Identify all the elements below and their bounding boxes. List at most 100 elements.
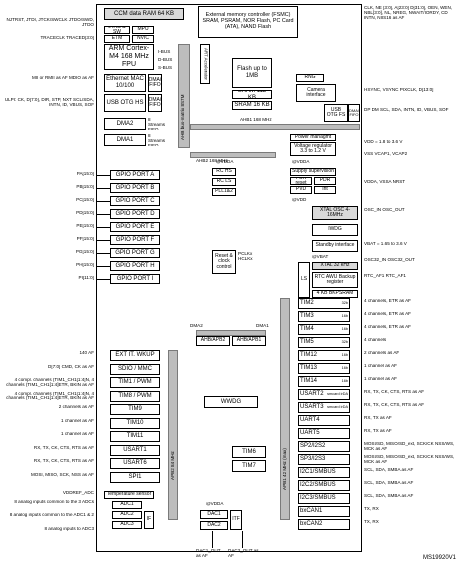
gpio-pins-label: PH[15:0] — [76, 263, 94, 267]
apb2-peripheral-block: TIM8 / PWM — [110, 390, 160, 402]
osc32-pins-label: OSC32_IN OSC32_OUT — [364, 258, 415, 262]
gpio-connector-line — [96, 279, 110, 280]
jtag-block: JTAG & SW — [104, 26, 130, 34]
gpio-port-block: GPIO PORT E — [110, 222, 160, 232]
adc3-inputs-label: 8 analog inputs common to the 3 ADCs — [14, 500, 94, 504]
apb1-peripheral-name: SP3/I2S3 — [300, 456, 326, 463]
apb1-peripheral-name: bxCAN1 — [300, 508, 323, 515]
osc-pins-label: OSC_IN OSC_OUT — [364, 208, 405, 212]
dac-itf-block: ITF — [230, 510, 242, 530]
gpio-connector-line — [96, 214, 110, 215]
adc12-inputs-label: 8 analog inputs common to the ADC1 & 2 — [9, 513, 94, 517]
apb1-pins-label: 4 channels, ETR as AF — [364, 325, 411, 329]
dma2-block: DMA2 — [104, 118, 146, 130]
gpio-pins-label: PI[11:0] — [78, 276, 95, 280]
apb1-pins-label: 4 channels — [364, 338, 387, 342]
apb2-peripheral-block: USART6 — [110, 458, 160, 469]
etm-block: ETM — [104, 35, 130, 43]
vdda-vssa-label: VDDA, VSSA NRST — [364, 180, 406, 184]
gpio-connector-line — [96, 227, 110, 228]
cpu-block: ARM Cortex-M4 168 MHz FPU — [104, 44, 154, 70]
apb2-pins-label: 2 channels as AF — [58, 405, 94, 409]
pvd-block: PVD — [290, 186, 312, 194]
apb1-pins-label: TX, RX — [364, 507, 379, 511]
xtal32-block: XTAL 32 kHz — [312, 262, 358, 270]
dac2-block: DAC2 — [200, 521, 228, 530]
rc-hs-block: RC HS — [212, 168, 236, 176]
apb2-pins-label: 1 channel as AF — [61, 418, 94, 423]
apb1-peripheral-name: UART4 — [300, 417, 320, 424]
sbus-label: S-BUS — [158, 66, 173, 70]
usb-fs-fifo-block: DMA/ FIFO — [348, 104, 360, 122]
flash-block: Flash up to 1MB — [232, 58, 272, 88]
rc-ls-block: RC LS — [212, 178, 236, 186]
ulpi-pins-label: ULPI: CK, D[7:0], DIR, STP, NXT SCL/SDA,… — [4, 98, 94, 107]
apb1-peripheral-bits: 16b — [341, 353, 348, 358]
mpu-block: MPU — [132, 26, 154, 34]
apb1-peripheral-bits: smcard irDA — [327, 405, 348, 410]
jtag-pins-label: NJTRST, JTDI, JTCK/SWCLK JTDO/SWD, JTDO — [6, 18, 94, 27]
ethernet-block: Ethernet MAC 10/100 — [104, 74, 146, 92]
ahb2-label: AHB2 168 MHz — [196, 159, 228, 163]
gpio-port-block: GPIO PORT A — [110, 170, 160, 180]
apb1-peripheral-bits: 32b — [341, 301, 348, 306]
ahb-bus-matrix — [178, 44, 190, 148]
apb1-peripheral-name: TIM5 — [300, 339, 314, 346]
apb1-pins-label: RX, TX as AF — [364, 416, 392, 420]
mii-pins-label: MII or RMII as AF MDIO as AF — [31, 76, 94, 80]
trace-pins-label: TRACECLK TRACED[3:0] — [40, 36, 94, 40]
gpio-port-block: GPIO PORT D — [110, 209, 160, 219]
apb1-peripheral-block: SP2/I2S2 — [298, 441, 350, 452]
apb2-peripheral-block: TIM10 — [110, 417, 160, 429]
gpio-pins-label: PG[15:0] — [75, 250, 94, 254]
gpio-pins-label: PF[15:0] — [76, 237, 94, 241]
apb1-pins-label: 1 channel as AF — [364, 377, 397, 381]
gpio-pins-label: PB[15:0] — [76, 185, 94, 189]
sram16-block: SRAM 16 KB — [232, 101, 272, 110]
adc3-only-label: 8 analog inputs to ADC3 — [44, 527, 94, 531]
vss-label: VSS VCAP1, VCAP2 — [364, 152, 408, 156]
rng-block: RNG — [296, 74, 324, 82]
apb1-pins-label: RX, TX, CK, CTS, RTS as AF — [364, 390, 425, 394]
usb-fs-block: USB OTG FS — [324, 104, 348, 122]
apb1-pins-label: SCL, SDA, SMBA as AF — [364, 494, 414, 498]
apb1-peripheral-block: bxCAN1 — [298, 506, 350, 517]
gpio-port-block: GPIO PORT I — [110, 274, 160, 284]
apb1-pins-label: TX, RX — [364, 520, 379, 524]
apb1-pins-label: 4 channels, ETR as AF — [364, 299, 411, 303]
apb2-pins-label: 1 channel as AF — [61, 432, 94, 436]
dac2-out-label: DAC2_OUT as AF — [228, 549, 259, 558]
apb1-pins-label: 2 channels as AF — [364, 351, 400, 355]
apb2-pins-label: 140 AF — [79, 351, 94, 355]
figure-code: MS19920V1 — [422, 555, 456, 561]
vbat-label: VBAT = 1.65 to 3.6 V — [364, 242, 407, 246]
nvic-block: NVIC — [132, 35, 154, 43]
apb1-peripheral-name: USART2 — [300, 391, 324, 398]
apb2-peripheral-block: SPI1 — [110, 471, 160, 483]
tim7-block: TIM7 — [232, 460, 266, 472]
supply-supervision-block: Supply supervision — [290, 168, 336, 176]
gpio-connector-line — [96, 253, 110, 254]
apb1-peripheral-name: TIM3 — [300, 313, 314, 320]
adc-if-block: IF — [144, 511, 154, 529]
vbat-tag-label: @VBAT — [312, 255, 329, 259]
rtc-block: RTC AWU Backup register — [312, 272, 358, 288]
gpio-connector-line — [96, 240, 110, 241]
apb1-peripheral-bits: 16b — [341, 379, 348, 384]
ahb1-label: AHB1 168 MHz — [240, 118, 272, 122]
apb1-peripheral-bits: 32b — [341, 340, 348, 345]
wwdg-block: WWDG — [204, 396, 258, 408]
apb1-peripheral-name: I2C2/SMBUS — [300, 482, 336, 489]
vdda-top-label: @VDDA — [216, 160, 234, 164]
int-block: Int — [314, 186, 336, 194]
gpio-port-block: GPIO PORT B — [110, 183, 160, 193]
adc1-block: ADC1 — [112, 501, 142, 509]
gpio-port-block: GPIO PORT G — [110, 248, 160, 258]
ahb2-bus — [190, 152, 276, 158]
apb1-peripheral-block: I2C3/SMBUS — [298, 493, 350, 504]
por-block: POR reset — [290, 177, 312, 185]
dac2-out-line — [242, 531, 243, 548]
